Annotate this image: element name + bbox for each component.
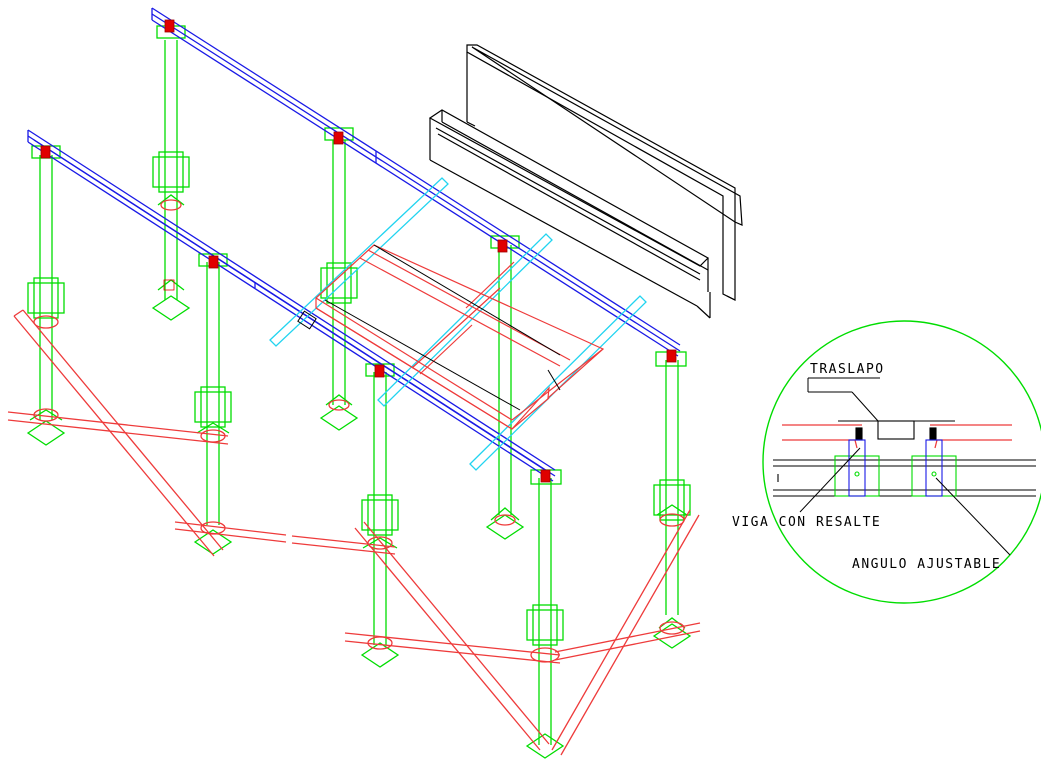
diagonal-3: [551, 509, 700, 756]
detail-leaders: [799, 377, 1011, 556]
label-viga-con-resalte: VIGA CON RESALTE: [732, 515, 881, 530]
label-angulo-ajustable: ANGULO AJUSTABLE: [852, 557, 1001, 572]
head-connectors: [40, 19, 677, 483]
detail-overlap: [838, 420, 955, 441]
detail-angles: [834, 439, 957, 497]
detail-panels: [782, 424, 1012, 449]
form-plates: [428, 44, 743, 319]
diagonal-2: [354, 521, 550, 751]
main-beams: [27, 7, 681, 482]
prop-b: [319, 127, 359, 431]
prop-c: [485, 235, 525, 540]
bracing: [7, 199, 701, 756]
prop-h: [525, 469, 565, 759]
secondary-beam-2: [377, 233, 553, 407]
secondary-beam-1: [269, 177, 449, 347]
deck-panels: [315, 244, 605, 430]
detail-beam: [773, 459, 1036, 497]
diagonal-1: [13, 309, 224, 557]
label-traslapo: TRASLAPO: [810, 362, 885, 377]
front-plate: [428, 109, 711, 319]
prop-g: [360, 363, 400, 668]
far-props: [151, 25, 692, 649]
main-beam-front: [27, 129, 556, 482]
prop-d: [652, 351, 692, 649]
prop-f: [193, 253, 233, 555]
prop-a: [151, 25, 191, 321]
near-props: [26, 145, 565, 759]
secondary-beam-3: [469, 295, 647, 471]
prop-e: [26, 145, 66, 446]
ledger-tube-3: [344, 622, 701, 664]
back-plate: [466, 44, 743, 301]
secondary-beams: [269, 177, 647, 471]
detail-view: TRASLAPO VIGA CON RESALTE ANGULO AJUSTAB…: [732, 320, 1041, 604]
deck-seams: [297, 244, 561, 411]
main-beam-back: [151, 7, 681, 357]
